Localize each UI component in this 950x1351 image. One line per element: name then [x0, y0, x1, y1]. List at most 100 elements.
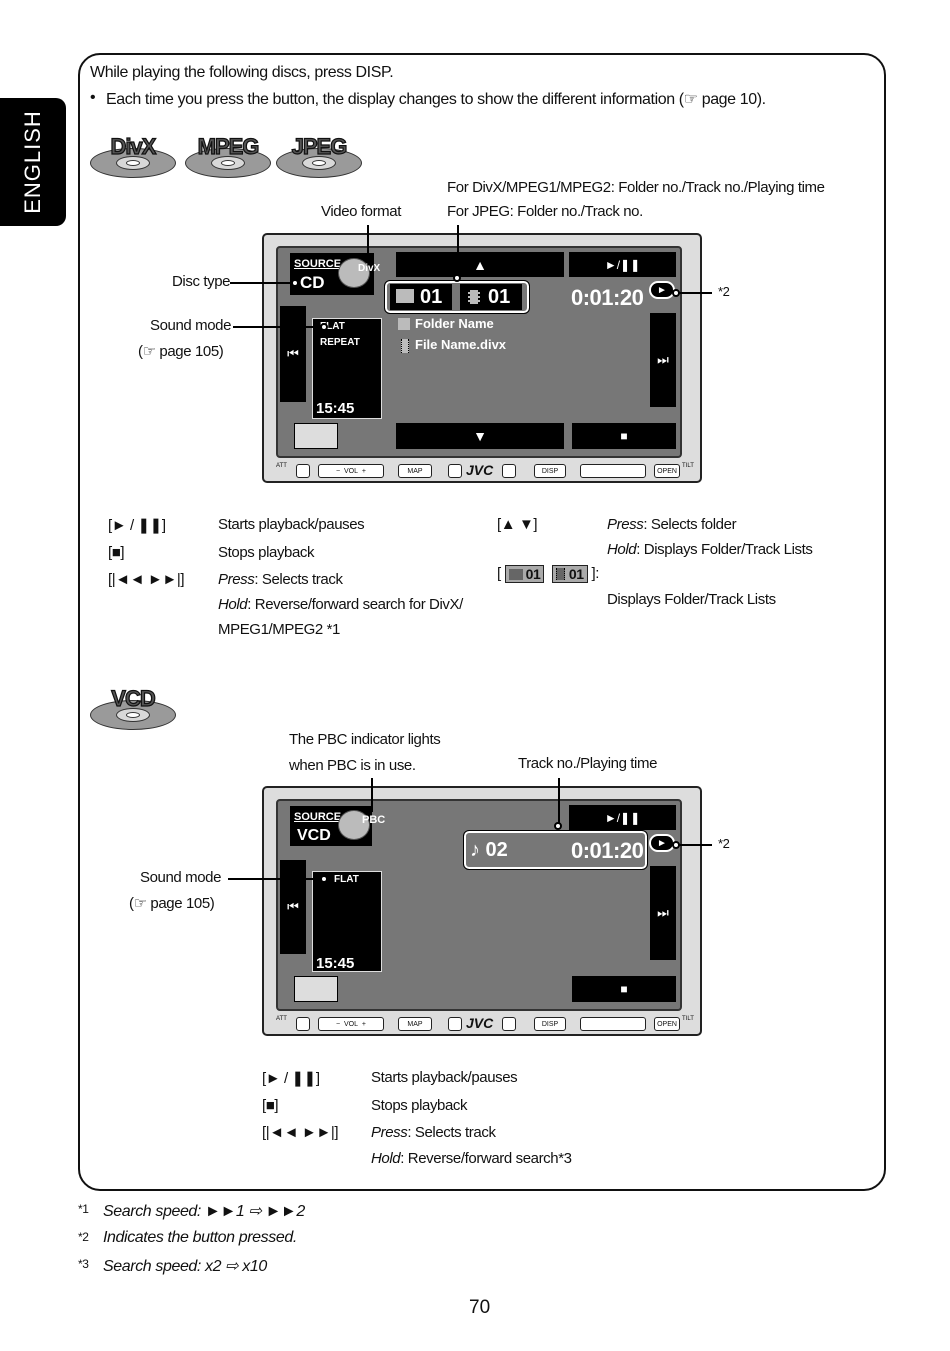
footnote-3-text: Search speed: x2 ⇨ x10: [103, 1258, 267, 1275]
screen2-sound-panel[interactable]: [312, 871, 382, 972]
sound-mode-dot-2: [320, 875, 328, 883]
volume-control-2[interactable]: − VOL +: [318, 1017, 384, 1031]
video-format-line: [367, 225, 369, 261]
legend1-hold-folder: Hold: Displays Folder/Track Lists: [607, 541, 813, 558]
skip-rocker-2[interactable]: [580, 1017, 646, 1031]
left-hw-button[interactable]: [448, 464, 462, 478]
screen1-sound-panel[interactable]: [312, 318, 382, 419]
screen1-down-button[interactable]: ▼: [396, 423, 564, 449]
vol-plus-2[interactable]: +: [361, 1020, 366, 1028]
power-button[interactable]: [296, 464, 310, 478]
screen1-playpause-button[interactable]: ►/❚❚: [569, 252, 676, 277]
volume-control[interactable]: − VOL +: [318, 464, 384, 478]
intro-bullet: •: [90, 89, 96, 106]
screen1-playing-time: 0:01:20: [571, 285, 644, 310]
sound-mode-ref-2: (☞ page 105): [129, 895, 215, 912]
vol-plus[interactable]: +: [361, 467, 366, 475]
press-text-2: : Selects track: [407, 1124, 496, 1141]
right-hw-button[interactable]: [502, 464, 516, 478]
vol-minus-2[interactable]: −: [336, 1020, 341, 1028]
folder-info-label-1: For DivX/MPEG1/MPEG2: Folder no./Track n…: [447, 179, 825, 196]
screen2-playpause-button[interactable]: ►/❚❚: [569, 805, 676, 830]
track-time-dot: [554, 822, 562, 830]
sound-mode-ref: (☞ page 105): [138, 343, 224, 360]
legend2-desc-skip: Press: Selects track: [371, 1124, 496, 1141]
press-text: : Selects track: [254, 571, 343, 588]
divx-disc-icon: DivX: [90, 133, 176, 178]
mini-folder-icon: [508, 568, 523, 580]
play-status-icon-2: ►: [649, 834, 675, 852]
screen2-clock: 15:45: [316, 955, 355, 972]
press-folder-text: : Selects folder: [643, 516, 737, 533]
pbc-label-1: The PBC indicator lights: [289, 731, 441, 748]
open-button[interactable]: OPEN: [654, 464, 680, 478]
map-button-2[interactable]: MAP: [398, 1017, 432, 1031]
hold-folder-text: : Displays Folder/Track Lists: [636, 541, 813, 558]
folder-info-dot: [453, 274, 461, 282]
screen1-disc-icon: [338, 258, 370, 288]
vol-label-2: VOL: [343, 1020, 358, 1028]
jpeg-disc-icon: JPEG: [276, 133, 362, 178]
folder-info-line: [457, 225, 459, 277]
mini-track-no: 01: [568, 566, 584, 583]
screen2-track-no: ♪ 02: [470, 839, 508, 861]
legend1-folder-track-keys: [ 01 01 ]:: [497, 565, 599, 584]
power-button-2[interactable]: [296, 1017, 310, 1031]
press-em-2: Press: [371, 1124, 408, 1141]
folder-name-icon: [398, 318, 410, 330]
legend1-press-folder: Press: Selects folder: [607, 516, 737, 533]
footnote-2-text: Indicates the button pressed.: [103, 1229, 297, 1246]
press-em: Press: [218, 571, 255, 588]
film-icon: [468, 290, 480, 304]
vcd-disc-icon: VCD: [90, 685, 176, 730]
disc-type-line: [230, 282, 294, 284]
legend1-key-skip: [|◄◄ ►►|]: [108, 571, 185, 588]
map-button[interactable]: MAP: [398, 464, 432, 478]
legend1-lists: Displays Folder/Track Lists: [607, 591, 776, 608]
screen1-next-button[interactable]: ⏭: [650, 313, 676, 407]
folder-icon: [396, 289, 414, 303]
open-button-2[interactable]: OPEN: [654, 1017, 680, 1031]
legend1-hold-line2: MPEG1/MPEG2 *1: [218, 621, 340, 638]
legend2-key-stop: [■]: [262, 1097, 279, 1114]
screen1-folder-name: Folder Name: [415, 316, 494, 331]
disp-button[interactable]: DISP: [534, 464, 566, 478]
content-frame: [78, 53, 886, 1191]
mini-folder-key: 01: [504, 565, 545, 584]
screen2-disc-type: VCD: [297, 827, 331, 844]
disp-button-2[interactable]: DISP: [534, 1017, 566, 1031]
screen1-file-name: File Name.divx: [415, 337, 507, 352]
play-status-icon: ►: [649, 281, 675, 299]
screen2-next-button[interactable]: ⏭: [650, 866, 676, 960]
screen1-prev-button[interactable]: ⏮: [280, 306, 306, 402]
vol-label: VOL: [343, 467, 358, 475]
screen1-sound-mode: FLAT: [320, 321, 345, 332]
music-picture-icon[interactable]: [294, 423, 338, 449]
screen1-stop-button[interactable]: ■: [572, 423, 676, 449]
legend2-desc-play: Starts playback/pauses: [371, 1069, 518, 1086]
screen2-track-time-highlight: [463, 830, 648, 870]
screen1-up-button[interactable]: ▲: [396, 252, 564, 277]
screen2-pbc-badge: PBC: [362, 814, 386, 826]
screen1-folder-track-highlight: [384, 280, 530, 314]
footnote-2-mark: *2: [78, 1230, 89, 1244]
footnote-1-text: Search speed: ►►1 ⇨ ►►2: [103, 1203, 305, 1220]
legend1-desc-skip: Press: Selects track: [218, 571, 343, 588]
disc-type-dot: [291, 279, 299, 287]
vol-minus[interactable]: −: [336, 467, 341, 475]
note2-line-2: [676, 844, 712, 846]
screen2-playing-time: 0:01:20: [571, 838, 644, 863]
skip-rocker[interactable]: [580, 464, 646, 478]
mini-film-icon: [555, 568, 565, 581]
right-hw-button-2[interactable]: [502, 1017, 516, 1031]
left-hw-button-2[interactable]: [448, 1017, 462, 1031]
screen2-prev-button[interactable]: ⏮: [280, 860, 306, 954]
att-label-2: ATT: [276, 1016, 287, 1022]
screen1-repeat-mode: REPEAT: [320, 337, 360, 348]
screen2-stop-button[interactable]: ■: [572, 976, 676, 1002]
screen1-format-badge: DivX: [358, 263, 381, 274]
sound-mode-line: [233, 326, 321, 328]
music-picture-icon-2[interactable]: [294, 976, 338, 1002]
tilt-label: TILT: [682, 463, 694, 469]
divx-disc-label: DivX: [110, 133, 157, 159]
